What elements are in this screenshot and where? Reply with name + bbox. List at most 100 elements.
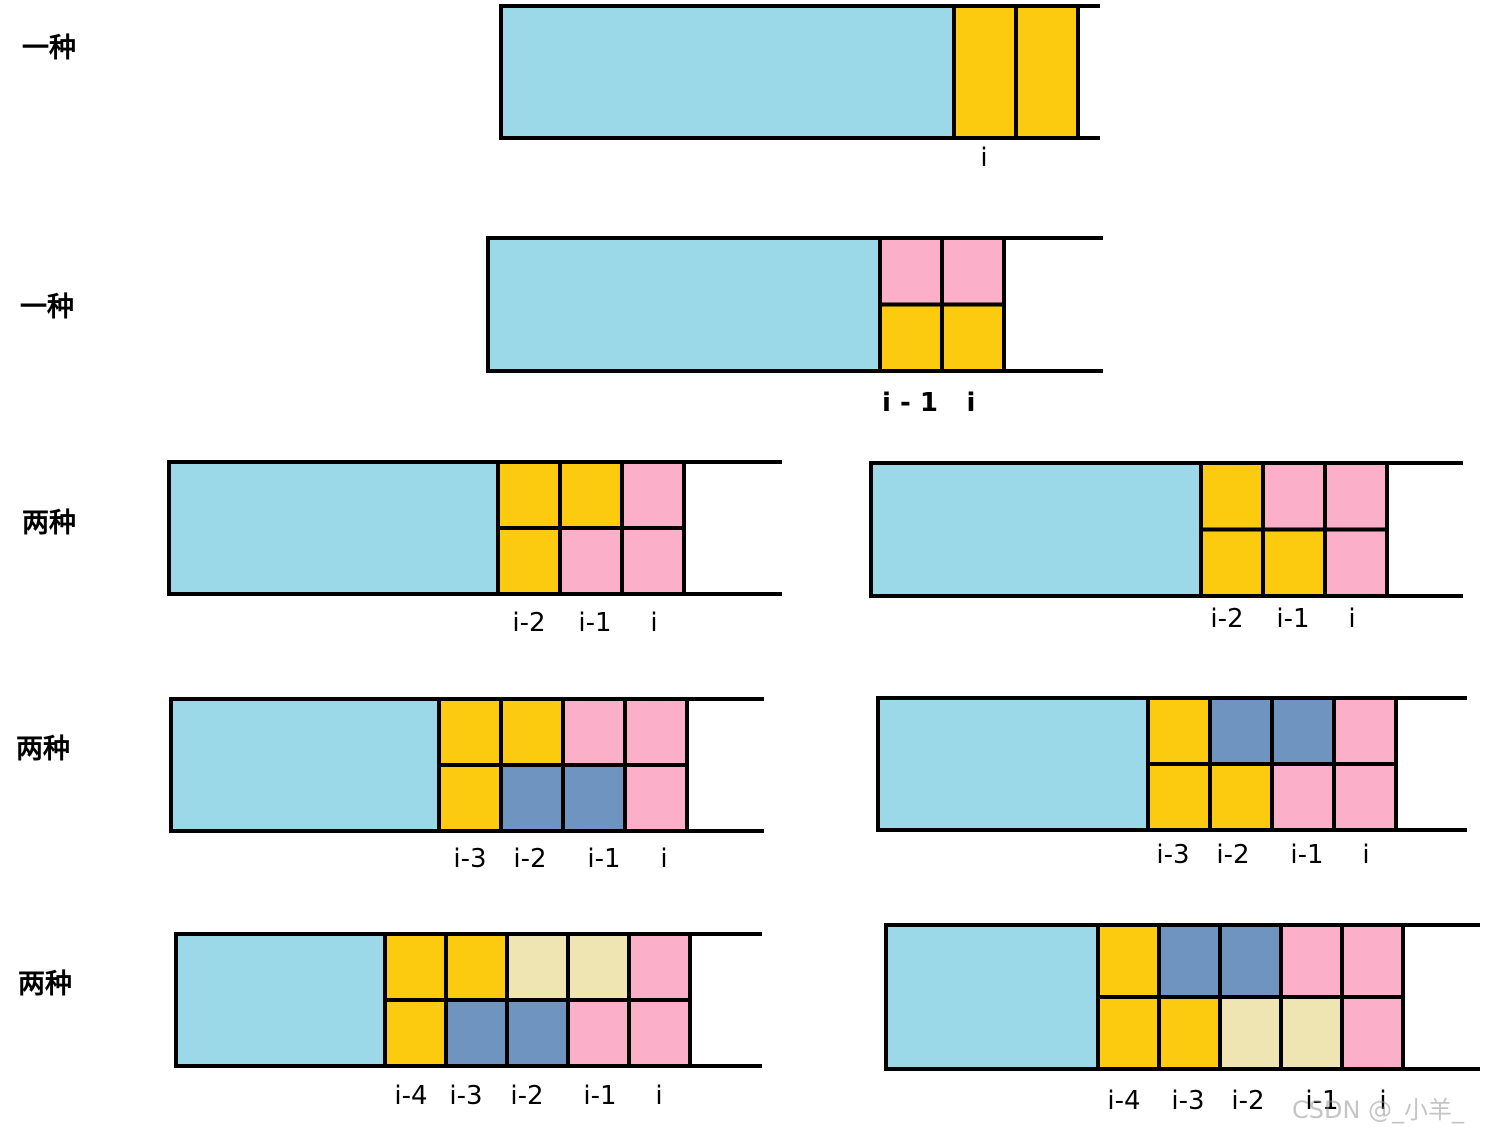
row-2: 一种 i - 1 i bbox=[20, 236, 1103, 418]
tile-cell bbox=[1208, 696, 1274, 766]
column-index-label: i bbox=[967, 388, 976, 418]
tile-cell bbox=[496, 460, 562, 530]
tile-cell bbox=[1279, 923, 1344, 999]
filled-region bbox=[176, 934, 385, 1066]
tile-cell bbox=[1157, 995, 1222, 1071]
column-index-label: i bbox=[980, 143, 987, 173]
column-index-label: i-4 bbox=[394, 1081, 427, 1111]
column-index-label: i-2 bbox=[513, 844, 546, 874]
tile-cell bbox=[627, 998, 692, 1068]
tiling-panel: i bbox=[499, 4, 1100, 173]
column-index-label: i-2 bbox=[1210, 604, 1243, 634]
tile-cell bbox=[940, 236, 1006, 307]
tile-cell bbox=[620, 460, 686, 530]
tile-cell bbox=[505, 998, 570, 1068]
tile-cell bbox=[1157, 923, 1222, 999]
row-1: 一种 i bbox=[22, 4, 1100, 173]
tile-cell bbox=[566, 932, 631, 1002]
tile-cell bbox=[1096, 995, 1161, 1071]
tile-cell bbox=[952, 4, 1018, 140]
tile-cell bbox=[1096, 923, 1161, 999]
tile-cell bbox=[558, 460, 624, 530]
column-index-label: i-2 bbox=[512, 608, 545, 638]
column-index-label: i-1 bbox=[587, 844, 620, 874]
tile-cell bbox=[1199, 527, 1265, 598]
column-index-label: i-1 bbox=[1305, 1086, 1338, 1116]
column-index-label: i-2 bbox=[1231, 1086, 1264, 1116]
tile-cell bbox=[623, 763, 689, 833]
column-index-label: i-1 bbox=[583, 1081, 616, 1111]
tile-cell bbox=[627, 932, 692, 1002]
column-index-label: i - 1 bbox=[882, 388, 938, 418]
tile-cell bbox=[499, 763, 565, 833]
filled-region bbox=[886, 925, 1098, 1069]
column-index-label: i bbox=[1362, 840, 1369, 870]
column-index-label: i bbox=[1348, 604, 1355, 634]
tile-cell bbox=[878, 236, 944, 307]
row-4: 两种 i-3 i-2 i-1 i i-3 i-2 i-1 i bbox=[16, 696, 1467, 874]
filled-region bbox=[501, 6, 954, 138]
tile-cell bbox=[444, 998, 509, 1068]
tile-cell bbox=[383, 932, 448, 1002]
column-index-label: i-4 bbox=[1107, 1086, 1140, 1116]
tile-cell bbox=[1014, 4, 1080, 140]
column-index-label: i bbox=[655, 1081, 662, 1111]
row-3: 两种 i-2 i-1 i i-2 i-1 i bbox=[22, 460, 1463, 638]
tile-cell bbox=[1261, 527, 1327, 598]
tile-cell bbox=[1340, 923, 1405, 999]
tile-cell bbox=[1199, 461, 1265, 532]
filled-region bbox=[488, 238, 880, 371]
column-index-label: i bbox=[660, 844, 667, 874]
column-index-label: i bbox=[1379, 1086, 1386, 1116]
tiling-panel: i-2 i-1 i bbox=[167, 460, 782, 638]
tile-cell bbox=[878, 302, 944, 373]
column-index-label: i-3 bbox=[1156, 840, 1189, 870]
tile-cell bbox=[1270, 696, 1336, 766]
tile-cell bbox=[558, 526, 624, 596]
tile-cell bbox=[1323, 527, 1389, 598]
filled-region bbox=[169, 462, 498, 594]
tile-cell bbox=[1208, 762, 1274, 832]
tile-cell bbox=[499, 697, 565, 767]
filled-region bbox=[871, 463, 1201, 596]
tile-cell bbox=[437, 697, 503, 767]
column-index-label: i-3 bbox=[449, 1081, 482, 1111]
tile-cell bbox=[566, 998, 631, 1068]
tile-cell bbox=[1279, 995, 1344, 1071]
column-index-label: i-1 bbox=[578, 608, 611, 638]
tile-cell bbox=[623, 697, 689, 767]
tile-cell bbox=[1218, 923, 1283, 999]
tile-cell bbox=[620, 526, 686, 596]
tiling-panel: i-2 i-1 i bbox=[869, 461, 1463, 634]
row-count-label: 一种 bbox=[20, 292, 74, 323]
tiling-panel: i-4 i-3 i-2 i-1 i bbox=[174, 932, 762, 1111]
tile-cell bbox=[561, 763, 627, 833]
tile-cell bbox=[1218, 995, 1283, 1071]
column-index-label: i-1 bbox=[1290, 840, 1323, 870]
row-count-label: 两种 bbox=[22, 508, 76, 539]
filled-region bbox=[171, 699, 439, 831]
tile-cell bbox=[1146, 696, 1212, 766]
column-index-label: i bbox=[650, 608, 657, 638]
tile-cell bbox=[496, 526, 562, 596]
column-index-label: i-2 bbox=[510, 1081, 543, 1111]
tiling-panel: i-3 i-2 i-1 i bbox=[876, 696, 1467, 870]
column-index-label: i-1 bbox=[1276, 604, 1309, 634]
tiling-panel: i-3 i-2 i-1 i bbox=[169, 697, 764, 874]
row-count-label: 两种 bbox=[18, 969, 72, 1000]
tile-cell bbox=[561, 697, 627, 767]
column-index-label: i-3 bbox=[453, 844, 486, 874]
tile-cell bbox=[1261, 461, 1327, 532]
row-count-label: 一种 bbox=[22, 33, 76, 64]
tile-cell bbox=[444, 932, 509, 1002]
tile-cell bbox=[1332, 762, 1398, 832]
tile-cell bbox=[437, 763, 503, 833]
row-count-label: 两种 bbox=[16, 734, 70, 765]
tile-cell bbox=[1146, 762, 1212, 832]
tiling-panel: i - 1 i bbox=[486, 236, 1103, 418]
column-index-label: i-2 bbox=[1216, 840, 1249, 870]
tile-cell bbox=[1270, 762, 1336, 832]
